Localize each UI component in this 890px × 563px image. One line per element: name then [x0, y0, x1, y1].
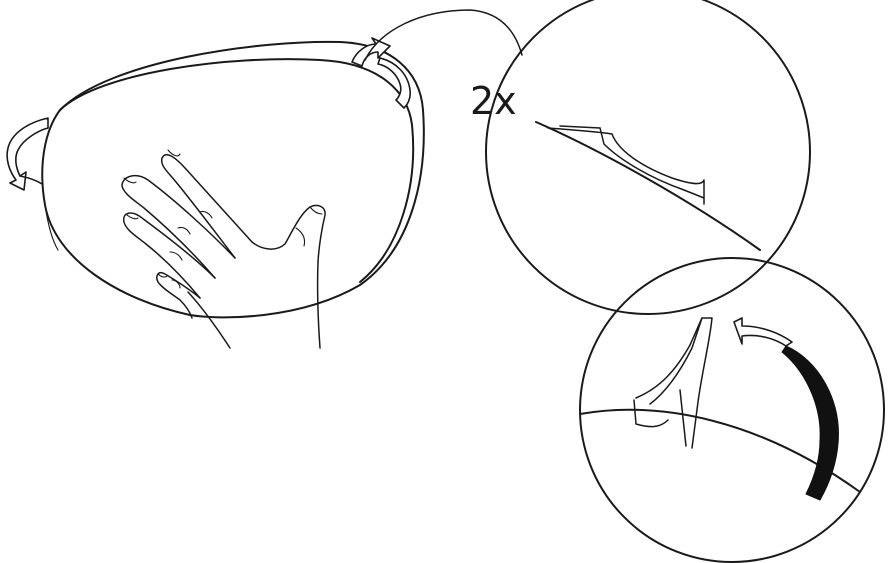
- curved-arrow-icon: [734, 318, 838, 500]
- detail-circle-1: [486, 0, 810, 314]
- detail-callout-release: [580, 258, 884, 562]
- callout-leader: [365, 10, 522, 60]
- lamp-cover: [42, 42, 424, 318]
- repeat-count-label: 2x: [470, 79, 517, 123]
- rotate-arrow-icon: [352, 38, 410, 108]
- detail-callout-clips: [365, 0, 810, 314]
- lamp-face: [42, 59, 413, 315]
- lamp-rim: [60, 42, 424, 318]
